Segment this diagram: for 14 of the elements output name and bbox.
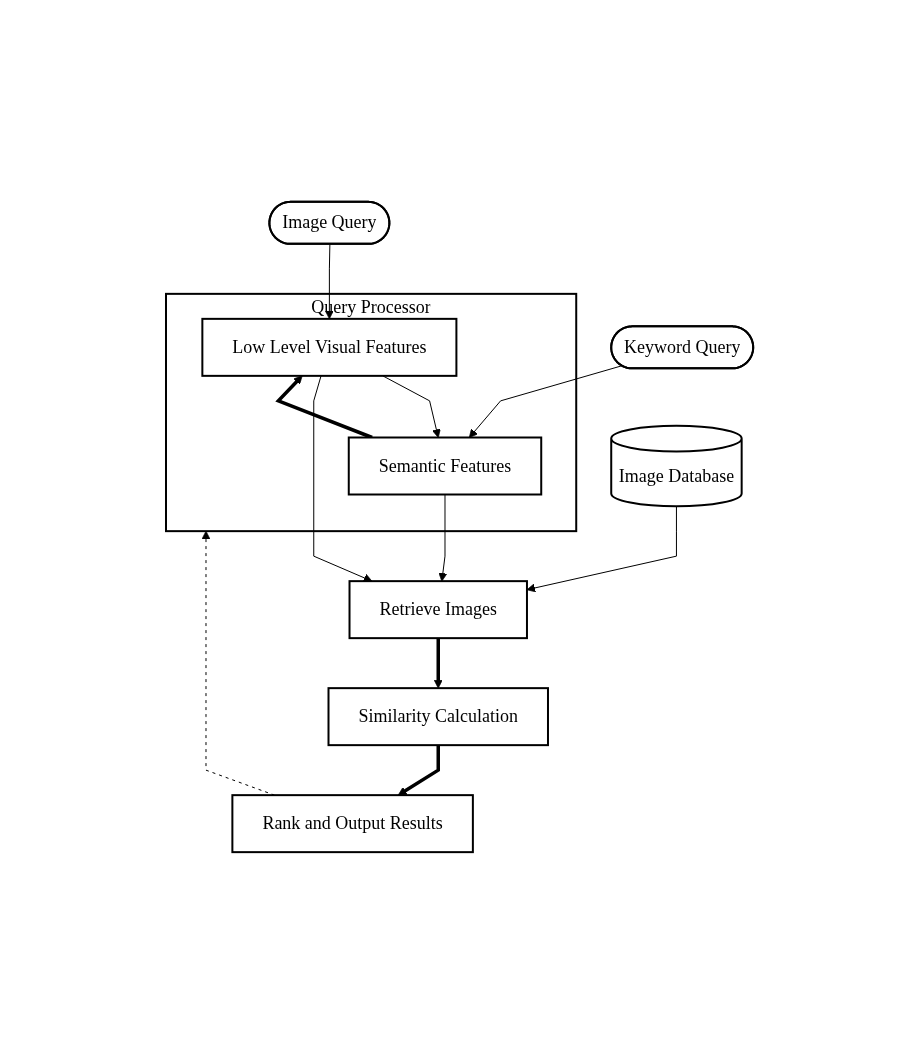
arrow [324, 243, 334, 319]
arrow [275, 374, 373, 439]
arrow [468, 364, 623, 438]
node-box: Semantic Features [347, 436, 543, 495]
node-box: Rank and Output Results [231, 793, 474, 853]
arrow [433, 637, 443, 689]
node-box: Similarity Calculation [327, 686, 549, 746]
arrow [313, 374, 373, 582]
arrow [382, 374, 441, 438]
node-box: Low Level Visual Features [201, 317, 458, 377]
node-box: Retrieve Images [348, 579, 528, 639]
arrow [397, 744, 440, 796]
arrow [526, 505, 677, 592]
arrow [438, 493, 448, 582]
